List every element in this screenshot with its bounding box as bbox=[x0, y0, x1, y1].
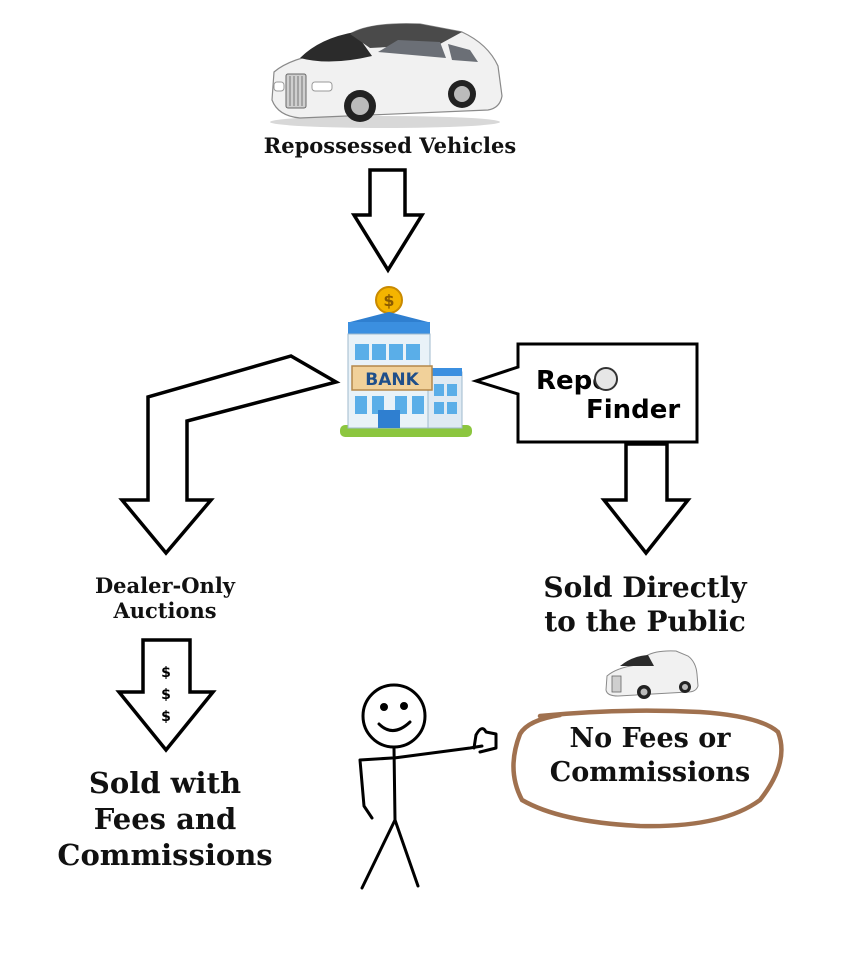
arrow-auctions-to-fees bbox=[115, 638, 217, 753]
repofinder-line2: Finder bbox=[586, 395, 680, 425]
repofinder-logo: Repo Finder bbox=[471, 342, 699, 444]
no-fees-label: No Fees or Commissions bbox=[520, 722, 780, 790]
fees-result-line3: Commissions bbox=[57, 837, 273, 872]
fees-result-label: Sold with Fees and Commissions bbox=[40, 766, 290, 874]
dollar-sign-1: $ bbox=[161, 665, 171, 681]
arrow-down-to-bank bbox=[350, 168, 426, 274]
arrow-repofinder-to-public bbox=[600, 442, 692, 556]
fees-result-line1: Sold with bbox=[88, 766, 242, 800]
dealer-auctions-label: Dealer-Only Auctions bbox=[60, 573, 270, 624]
stick-figure-thumbs-up-icon bbox=[358, 683, 498, 890]
small-car-icon bbox=[605, 650, 699, 699]
magnifier-icon bbox=[594, 367, 618, 391]
bank-sign-text: BANK bbox=[365, 370, 419, 390]
coin-symbol: $ bbox=[383, 291, 394, 310]
fees-result-line2: Fees and bbox=[93, 801, 237, 836]
arrow-bank-to-auctions bbox=[118, 354, 341, 556]
public-label: Sold Directly to the Public bbox=[505, 571, 785, 639]
public-line1: Sold Directly bbox=[543, 571, 747, 604]
dealer-auctions-line2: Auctions bbox=[113, 597, 217, 623]
dollar-sign-2: $ bbox=[161, 687, 171, 703]
no-fees-line1: No Fees or bbox=[569, 723, 731, 754]
bank-icon: $ BANK bbox=[340, 286, 472, 437]
no-fees-line2: Commissions bbox=[549, 756, 751, 788]
public-line2: to the Public bbox=[544, 605, 746, 639]
dealer-auctions-line1: Dealer-Only bbox=[94, 573, 236, 598]
highlight-circle bbox=[511, 708, 784, 829]
dollar-sign-3: $ bbox=[161, 709, 171, 725]
top-label: Repossessed Vehicles bbox=[263, 133, 517, 158]
car-icon bbox=[270, 23, 503, 128]
